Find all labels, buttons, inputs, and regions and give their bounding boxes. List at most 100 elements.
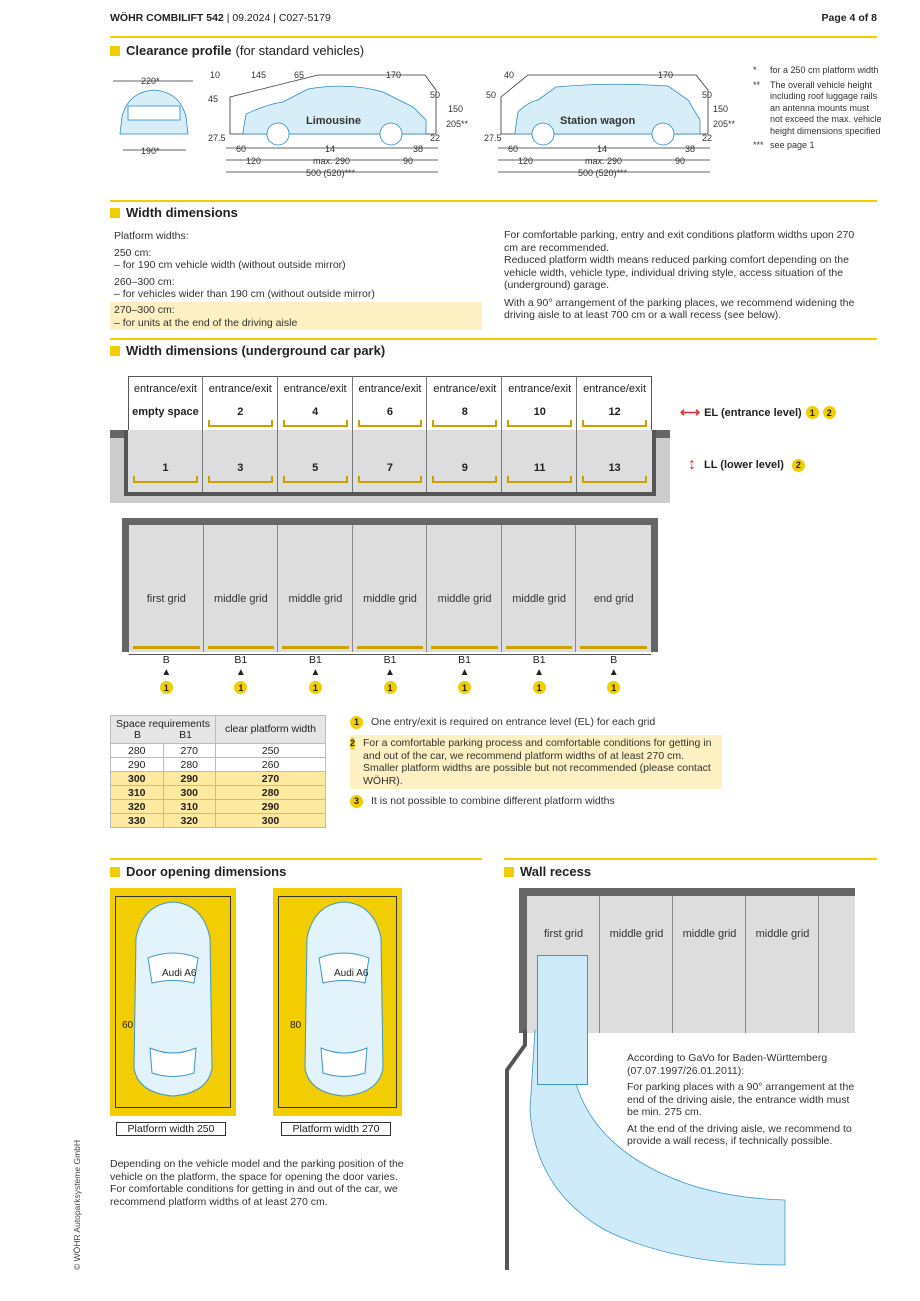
- dim-27: 27.5: [208, 133, 226, 143]
- table-cell: 310: [162, 799, 216, 814]
- clearance-notes: *for a 250 cm platform width **The overa…: [753, 65, 882, 150]
- dim-14: 14: [325, 144, 335, 154]
- table-cell: 290: [215, 799, 326, 814]
- platform-edge: [356, 646, 424, 649]
- grid-label: end grid: [593, 593, 634, 605]
- dim-27-w: 27.5: [484, 133, 502, 143]
- arrow-up-icon: ▲: [459, 667, 470, 678]
- dim-front-190: 190*: [141, 146, 160, 156]
- table-cell: 270: [162, 743, 216, 758]
- grid-label: middle grid: [288, 593, 343, 605]
- bullet-square-icon: [110, 345, 120, 356]
- badge-1: 1: [308, 681, 322, 694]
- wall-text: According to GaVo for Baden-Württemberg …: [627, 1052, 855, 1148]
- bullet-square-icon: [110, 866, 120, 877]
- dim-120: 120: [246, 156, 261, 166]
- dim-10: 10: [210, 70, 220, 80]
- platform-upper: [282, 420, 348, 427]
- upper-slot: 10: [533, 406, 546, 418]
- table-cell: 280: [110, 743, 164, 758]
- double-arrow-vertical-icon: ↕: [688, 456, 696, 473]
- text-para: For comfortable parking, entry and exit …: [504, 229, 855, 254]
- dim-22-w: 22: [702, 133, 712, 143]
- wall-left: [519, 888, 527, 1033]
- upper-slot: 4: [312, 406, 319, 418]
- dim-60: 60: [236, 144, 246, 154]
- limousine-label: Limousine: [306, 115, 361, 127]
- upper-slot: 8: [461, 406, 468, 418]
- text-line: Platform widths:: [114, 230, 189, 242]
- width-right-text: For comfortable parking, entry and exit …: [504, 229, 869, 322]
- clearance-diagram: 220* 190* 10 145 65 170 45 50 150 205** …: [113, 70, 736, 178]
- plan-grid: middle grid: [204, 525, 279, 652]
- dim-50: 50: [430, 90, 440, 100]
- dim-60-w: 60: [508, 144, 518, 154]
- wall-title: Wall recess: [504, 864, 591, 879]
- grid-label: first grid: [146, 593, 186, 605]
- dim-front-220: 220*: [141, 76, 160, 86]
- table-cell: 320: [162, 813, 216, 828]
- badge-1: 1: [458, 681, 472, 694]
- table-cell: 270: [215, 771, 326, 786]
- lower-slot: 5: [312, 462, 319, 474]
- divider: [504, 858, 877, 860]
- badge-1: 1: [383, 681, 397, 694]
- platform-upper: [432, 420, 498, 427]
- car-top-view-icon: [133, 901, 213, 1097]
- dim-90: 90: [403, 156, 413, 166]
- lower-slot: 13: [608, 462, 621, 474]
- table-cell: 280: [215, 785, 326, 800]
- entrance-label: entrance/exit: [433, 383, 497, 395]
- grid-code: B1: [383, 654, 397, 666]
- underground-title: Width dimensions (underground car park): [110, 343, 385, 358]
- plan-grid: end grid: [576, 525, 651, 652]
- arrow-up-icon: ▲: [385, 667, 395, 678]
- clear-width-header: clear platform width: [215, 715, 326, 744]
- dim-line: [129, 654, 651, 655]
- wall-grid: first grid: [527, 896, 600, 1033]
- upper-slot: 2: [237, 406, 244, 418]
- dim-205-w: 205**: [713, 119, 736, 129]
- dim-max-w: max. 290: [585, 156, 622, 166]
- dim-total: 500 (520)***: [306, 168, 356, 178]
- wall-grid: middle grid: [673, 896, 746, 1033]
- plan-grid: middle grid: [427, 525, 502, 652]
- divider: [110, 36, 877, 38]
- lower-slot: 9: [461, 462, 468, 474]
- text-para: With a 90° arrangement of the parking pl…: [504, 296, 855, 322]
- platform-edge: [505, 646, 573, 649]
- table-cell: 300: [215, 813, 326, 828]
- dim-150-w: 150: [713, 104, 728, 114]
- car-top-view-icon: [537, 955, 588, 1085]
- arrow-up-icon: ▲: [310, 667, 321, 678]
- text-line: 270–300 cm:: [114, 304, 175, 316]
- copyright: © WÖHR Autoparksysteme GmbH: [72, 1139, 82, 1270]
- platform-lower: [507, 476, 573, 483]
- grid-label: middle grid: [437, 593, 492, 605]
- width-title: Width dimensions: [110, 205, 238, 220]
- badge-1: 1: [159, 681, 173, 694]
- platform-edge: [207, 646, 275, 649]
- table-cell: 320: [110, 799, 164, 814]
- dim-120-w: 120: [518, 156, 533, 166]
- platform-upper: [207, 420, 273, 427]
- bullet-square-icon: [110, 207, 120, 218]
- upper-slot: 12: [608, 406, 621, 418]
- grid-code: B1: [532, 654, 546, 666]
- text-line: 250 cm:: [114, 246, 152, 259]
- table-cell: 300: [110, 771, 164, 786]
- upper-slot: 6: [386, 406, 394, 418]
- grid-label: middle grid: [755, 928, 810, 940]
- table-cell: 290: [162, 771, 216, 786]
- grid-code: B: [162, 654, 170, 666]
- door-plan-270: Audi A6 80: [273, 888, 402, 1116]
- table-cell: 250: [215, 743, 326, 758]
- bullet-square-icon: [110, 45, 120, 56]
